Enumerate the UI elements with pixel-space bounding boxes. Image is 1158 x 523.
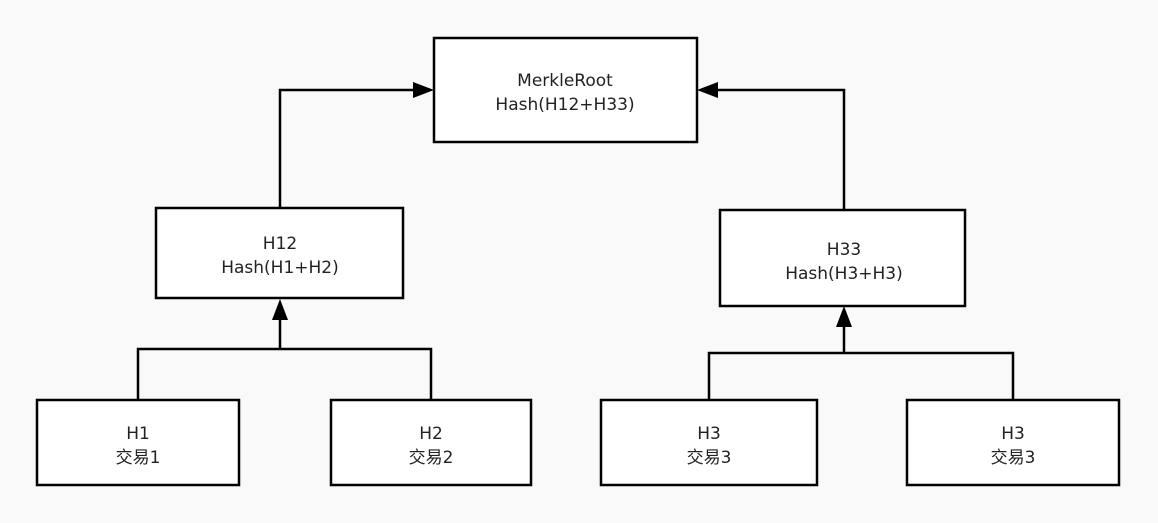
leaf-h2-node: H2 交易2 [329,398,533,487]
leaf-h2-transaction: 交易2 [409,448,454,468]
h33-hash: Hash(H3+H3) [785,264,903,284]
connector-h3-h3-bracket [707,351,1015,400]
merkle-root-hash: Hash(H12+H33) [495,95,634,115]
merkle-root-title: MerkleRoot [517,71,613,91]
connector-h33-to-root [711,88,846,210]
h12-hash: Hash(H1+H2) [221,258,339,278]
leaf-h3-right-transaction: 交易3 [991,448,1036,468]
leaf-h3-left-title: H3 [697,424,721,444]
leaf-h1-node: H1 交易1 [35,398,241,487]
leaf-h1-title: H1 [126,424,150,444]
arrowhead-root-left [413,82,434,98]
arrowhead-h33 [836,306,852,327]
h33-title: H33 [827,240,861,260]
arrowhead-root-right [697,82,718,98]
leaf-h3-left-node: H3 交易3 [599,398,819,487]
leaf-h3-right-title: H3 [1001,424,1025,444]
h12-node: H12 Hash(H1+H2) [154,206,405,300]
connector-h12-to-root [278,88,420,208]
arrowhead-h12 [272,299,288,320]
leaf-h3-left-transaction: 交易3 [687,448,732,468]
h12-title: H12 [263,234,297,254]
leaf-h3-right-node: H3 交易3 [905,398,1121,487]
leaf-h1-transaction: 交易1 [116,448,161,468]
leaf-h2-title: H2 [419,424,443,444]
merkle-root-node: MerkleRoot Hash(H12+H33) [432,36,699,144]
connector-h1-h2-bracket [136,347,433,400]
h33-node: H33 Hash(H3+H3) [718,208,967,308]
